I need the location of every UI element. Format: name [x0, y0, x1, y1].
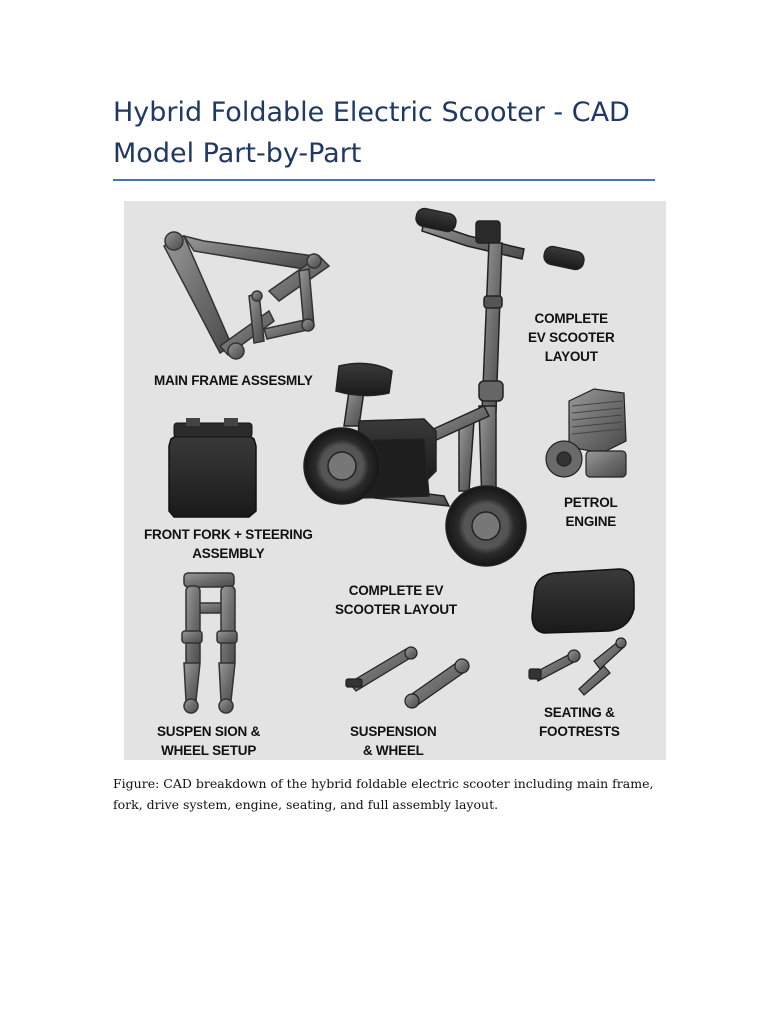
label-complete-layout-top-line3: LAYOUT [544, 349, 598, 364]
label-front-fork: FRONT FORK + STEERING ASSEMBLY [144, 525, 313, 563]
cad-figure: MAIN FRAME ASSESMLY FRONT FORK + STEERIN… [124, 201, 666, 760]
label-front-fork-line1: FRONT FORK + STEERING [144, 527, 313, 542]
cad-illustration [162, 207, 635, 714]
label-suspension-mid-line1: SUSPENSION [350, 724, 437, 739]
label-complete-layout-top-line2: EV SCOOTER [528, 330, 615, 345]
label-complete-layout-mid: COMPLETE EV SCOOTER LAYOUT [335, 581, 457, 619]
label-petrol-engine: PETROL ENGINE [564, 493, 618, 531]
label-front-fork-line2: ASSEMBLY [192, 546, 265, 561]
petrol-engine-part [545, 388, 627, 478]
seat-cushion-part [531, 568, 635, 634]
label-complete-layout-top-line1: COMPLETE [534, 311, 609, 326]
label-complete-layout-top: COMPLETE EV SCOOTER LAYOUT [528, 309, 615, 366]
title-underline [113, 179, 655, 181]
label-suspension-mid: SUSPENSION & WHEEL [350, 722, 437, 760]
document-title: Hybrid Foldable Electric Scooter - CAD M… [113, 97, 630, 169]
label-suspension-left-line1: SUSPEN SION & [157, 724, 261, 739]
figure-caption: Figure: CAD breakdown of the hybrid fold… [113, 776, 654, 812]
front-fork-part [181, 572, 238, 714]
label-suspension-left-line2: WHEEL SETUP [161, 743, 257, 758]
label-main-frame: MAIN FRAME ASSESMLY [154, 373, 313, 388]
label-seating-line1: SEATING & [543, 705, 615, 720]
label-complete-layout-mid-line2: SCOOTER LAYOUT [335, 602, 457, 617]
scooter-assembly-part [303, 207, 585, 567]
label-petrol-engine-line2: ENGINE [565, 514, 617, 529]
main-frame-part [162, 231, 331, 360]
footrests-part [528, 637, 627, 696]
label-seating-line2: FOOTRESTS [539, 724, 620, 739]
label-petrol-engine-line1: PETROL [564, 495, 618, 510]
label-seating: SEATING & FOOTRESTS [539, 703, 620, 741]
label-suspension-left: SUSPEN SION & WHEEL SETUP [157, 722, 260, 760]
suspension-arms-part [345, 646, 470, 709]
battery-part [168, 418, 257, 518]
label-suspension-mid-line2: & WHEEL [362, 743, 424, 758]
label-complete-layout-mid-line1: COMPLETE EV [348, 583, 444, 598]
